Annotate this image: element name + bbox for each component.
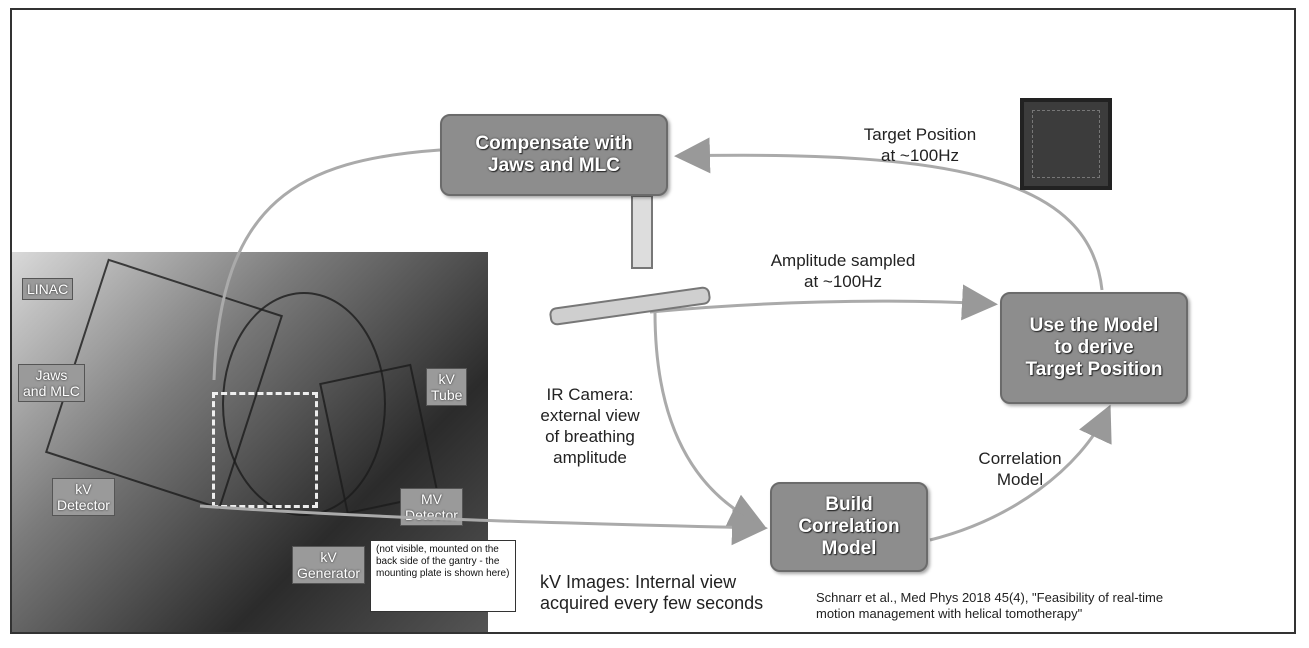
build-line2: Correlation (798, 516, 899, 538)
amplitude-line2: at ~100Hz (738, 271, 948, 292)
kv-images-label: kV Images: Internal view acquired every … (540, 572, 780, 614)
use-model-line1: Use the Model (1030, 315, 1159, 337)
ir-line3: of breathing (520, 426, 660, 447)
amplitude-line1: Amplitude sampled (738, 250, 948, 271)
target-position-label: Target Position at ~100Hz (840, 124, 1000, 166)
target-monitor-image (1020, 98, 1112, 190)
compensate-line2: Jaws and MLC (488, 155, 620, 177)
citation: Schnarr et al., Med Phys 2018 45(4), "Fe… (816, 590, 1276, 622)
citation-line1: Schnarr et al., Med Phys 2018 45(4), "Fe… (816, 590, 1276, 606)
build-line1: Build (825, 494, 873, 516)
use-model-box: Use the Model to derive Target Position (1000, 292, 1188, 404)
arrow-ir-to-build (655, 312, 760, 524)
corr-line1: Correlation (960, 448, 1080, 469)
corr-line2: Model (960, 469, 1080, 490)
use-model-line2: to derive (1054, 337, 1133, 359)
amplitude-label: Amplitude sampled at ~100Hz (738, 250, 948, 292)
ir-camera-body (632, 196, 652, 268)
compensate-box: Compensate with Jaws and MLC (440, 114, 668, 196)
use-model-line3: Target Position (1026, 359, 1163, 381)
citation-line2: motion management with helical tomothera… (816, 606, 1276, 622)
kv-line1: kV Images: Internal view (540, 572, 780, 593)
ir-line4: amplitude (520, 447, 660, 468)
build-line3: Model (822, 538, 877, 560)
compensate-line1: Compensate with (475, 133, 632, 155)
ir-line1: IR Camera: (520, 384, 660, 405)
ir-camera-base (550, 287, 711, 325)
ir-camera-label: IR Camera: external view of breathing am… (520, 384, 660, 468)
ir-line2: external view (520, 405, 660, 426)
build-model-box: Build Correlation Model (770, 482, 928, 572)
kv-line2: acquired every few seconds (540, 593, 780, 614)
arrow-compensate-to-photo (214, 150, 440, 380)
arrow-kv-to-build (200, 506, 762, 528)
correlation-label: Correlation Model (960, 448, 1080, 490)
target-line1: Target Position (840, 124, 1000, 145)
target-line2: at ~100Hz (840, 145, 1000, 166)
